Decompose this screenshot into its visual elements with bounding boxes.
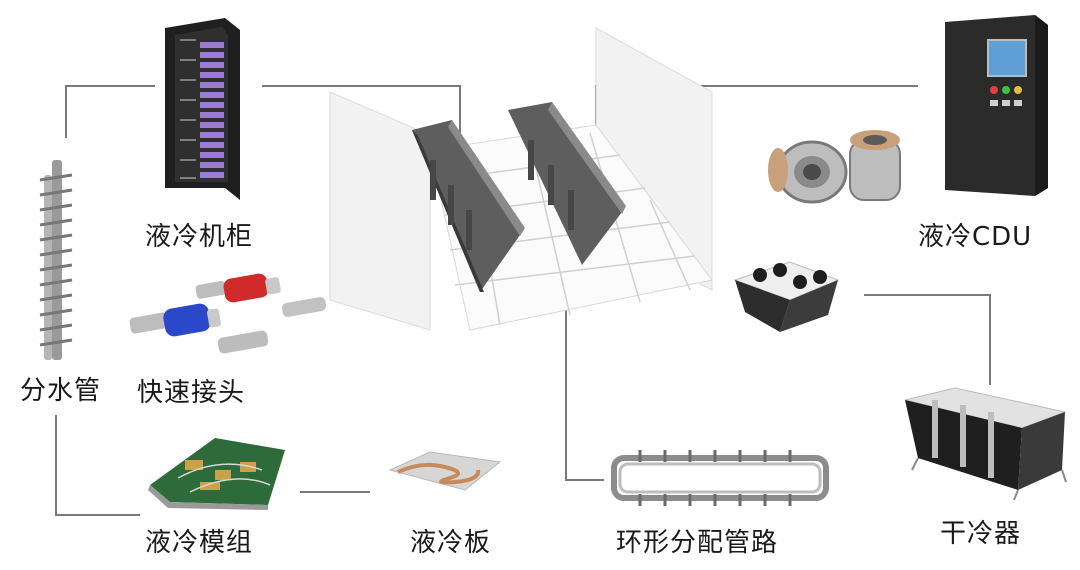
- cdu-cabinet-illustration: [945, 15, 1048, 196]
- cold-plate-illustration: [388, 451, 502, 491]
- manifold-illustration: [39, 160, 73, 360]
- line-manifold-cabinet: [65, 85, 155, 138]
- line-room-ring: [565, 278, 604, 481]
- dry-cooler-illustration: [904, 387, 1067, 501]
- label-cabinet: 液冷机柜: [145, 222, 254, 252]
- line-manifold-module: [55, 415, 140, 516]
- chiller-illustration: [733, 261, 840, 332]
- label-cdu: 液冷CDU: [918, 222, 1033, 252]
- label-ring-pipe: 环形分配管路: [616, 528, 779, 558]
- label-cold-plate: 液冷板: [410, 528, 492, 558]
- quick-connector-illustration: [129, 273, 327, 354]
- cabinet-illustration: [165, 18, 240, 200]
- machine-room-illustration: [329, 27, 713, 331]
- line-chiller-drycooler: [864, 294, 991, 385]
- label-module: 液冷模组: [145, 528, 254, 558]
- label-manifold: 分水管: [20, 376, 102, 406]
- label-quick-connector: 快速接头: [137, 378, 246, 408]
- cabinet-server-slots: [200, 42, 224, 178]
- ring-pipe-illustration: [611, 450, 829, 506]
- cdu-coupling-illustration: [768, 130, 901, 204]
- label-dry-cooler: 干冷器: [940, 519, 1022, 549]
- module-illustration: [148, 438, 285, 510]
